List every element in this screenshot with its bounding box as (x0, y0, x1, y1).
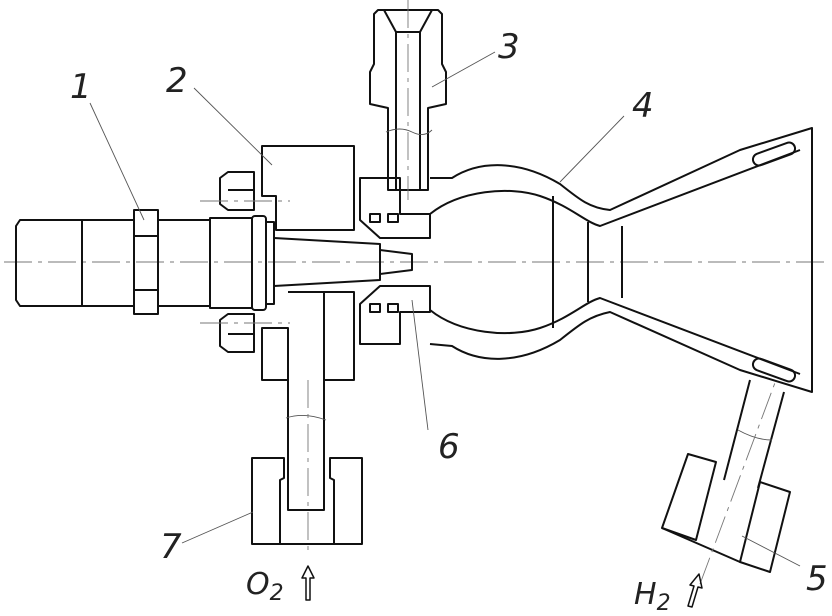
part-5-hydrogen-fitting (661, 379, 791, 585)
bolt-nuts (200, 171, 290, 353)
oxygen-inlet-label: O2 (246, 567, 284, 606)
oxygen-subscript: 2 (270, 581, 284, 606)
oxygen-flow-arrow-icon (301, 565, 315, 601)
label-part-6: 6 (438, 427, 460, 467)
label-part-4: 4 (632, 86, 654, 126)
electrode (273, 237, 413, 287)
label-part-2: 2 (166, 61, 188, 101)
hydrogen-symbol: H (634, 577, 657, 612)
label-part-7: 7 (160, 527, 182, 567)
part-2-flange (261, 145, 355, 381)
label-part-5: 5 (806, 559, 828, 599)
label-part-1: 1 (70, 67, 92, 107)
hydrogen-flow-arrow-icon (687, 573, 703, 608)
oxygen-symbol: O (246, 567, 270, 602)
label-part-3: 3 (498, 27, 520, 67)
part-7-oxygen-fitting (251, 380, 363, 556)
hydrogen-inlet-label: H2 (634, 577, 671, 616)
hydrogen-subscript: 2 (657, 591, 671, 616)
part-6-injector-head (359, 177, 431, 345)
part-1-connector (15, 209, 275, 315)
leader-lines (89, 51, 801, 567)
part-4-chamber-nozzle (429, 127, 813, 393)
part-3-top-fitting (369, 0, 447, 200)
